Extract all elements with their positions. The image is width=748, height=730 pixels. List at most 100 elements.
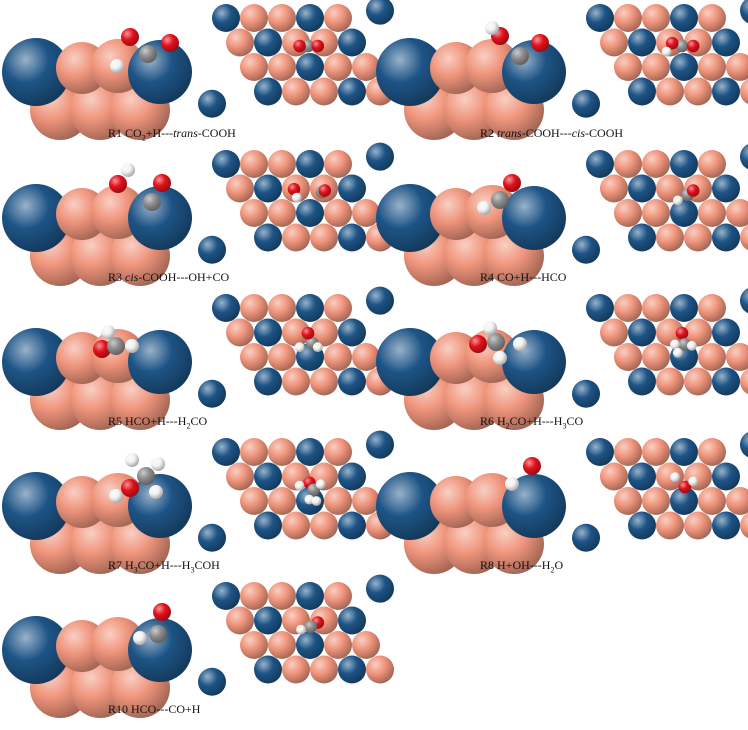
copper-atom [240, 53, 268, 81]
dopant-atom [712, 367, 740, 396]
top-view-surface [198, 574, 394, 696]
dopant-atom [628, 223, 656, 252]
copper-atom [740, 512, 748, 539]
dopant-atom [628, 174, 656, 203]
structure-image [376, 0, 748, 140]
dopant-atom [128, 186, 192, 250]
structure-image [376, 432, 748, 574]
copper-atom [226, 462, 254, 491]
dopant-atom [502, 186, 566, 250]
hydrogen-atom [149, 485, 163, 499]
copper-atom [614, 294, 642, 322]
dopant-atom [2, 472, 70, 540]
dopant-atom [586, 438, 614, 466]
dopant-atom [628, 28, 656, 57]
dopant-atom [376, 328, 444, 396]
copper-atom [282, 367, 310, 396]
caption-segment: 2 [505, 421, 510, 431]
side-view-surface [2, 38, 192, 140]
dopant-atom [712, 77, 740, 106]
copper-atom [614, 487, 642, 515]
oxygen-atom [678, 480, 692, 494]
caption-segment: CO+H---H [137, 558, 191, 572]
copper-atom [656, 462, 684, 491]
copper-atom [614, 438, 642, 466]
dopant-atom [128, 474, 192, 538]
reaction-panel-r7: R7 H3CO+H---H3COH [0, 430, 394, 578]
caption-segment: 3 [133, 565, 138, 575]
reaction-caption: R8 H+OH---H2O [480, 558, 563, 574]
top-view-adsorbate [296, 616, 325, 635]
copper-atom [240, 199, 268, 227]
hydrogen-atom [294, 342, 305, 353]
dopant-atom [670, 487, 698, 515]
dopant-atom [338, 223, 366, 252]
caption-segment: cis [571, 126, 586, 140]
oxygen-atom [311, 39, 325, 53]
side-view-adsorbate [109, 453, 165, 503]
copper-atom [226, 318, 254, 347]
hydrogen-atom [291, 192, 302, 203]
dopant-atom [254, 606, 282, 635]
copper-atom [698, 4, 726, 32]
structure-image [2, 142, 394, 286]
hydrogen-atom [688, 476, 699, 487]
hydrogen-atom [661, 46, 672, 57]
copper-atom [324, 343, 352, 371]
side-view-surface [376, 38, 566, 140]
hydrogen-atom [485, 21, 499, 35]
reaction-caption: R5 HCO+H---H2CO [108, 414, 207, 430]
copper-atom [698, 53, 726, 81]
copper-atom [740, 368, 748, 395]
copper-atom [656, 318, 684, 347]
side-view-adsorbate [505, 457, 541, 491]
carbon-atom [107, 337, 125, 355]
dopant-atom [2, 184, 70, 252]
dopant-atom [254, 367, 282, 396]
copper-atom [656, 77, 684, 106]
copper-atom [698, 438, 726, 466]
side-view-surface [376, 184, 566, 286]
carbon-atom [139, 45, 157, 63]
dopant-atom [212, 4, 240, 32]
hydrogen-atom [315, 479, 326, 490]
top-view-surface [198, 430, 394, 552]
oxygen-atom [301, 326, 315, 340]
copper-atom [726, 487, 748, 515]
copper-atom [642, 199, 670, 227]
dopant-atom [572, 523, 600, 552]
dopant-atom [670, 438, 698, 466]
caption-segment: trans [497, 126, 522, 140]
copper-atom [352, 487, 380, 515]
dopant-atom [254, 462, 282, 491]
side-view-surface [376, 328, 566, 430]
top-view-adsorbate [661, 36, 700, 57]
oxygen-atom [161, 34, 179, 52]
hydrogen-atom [125, 339, 139, 353]
copper-atom [324, 487, 352, 515]
hydrogen-atom [110, 59, 124, 73]
copper-atom [240, 487, 268, 515]
caption-segment: R10 HCO---CO+H [108, 702, 201, 716]
side-view-surface [2, 184, 192, 286]
oxygen-atom [93, 340, 111, 358]
dopant-atom [338, 511, 366, 540]
caption-segment: -COOH [197, 126, 236, 140]
copper-atom [310, 511, 338, 540]
copper-atom [324, 438, 352, 466]
copper-atom [684, 511, 712, 540]
hydrogen-atom [513, 337, 527, 351]
dopant-atom [366, 0, 394, 25]
top-view-adsorbate [670, 326, 697, 358]
side-view-adsorbate [469, 321, 527, 365]
dopant-atom [628, 77, 656, 106]
dopant-atom [572, 379, 600, 408]
structure-image [2, 0, 394, 140]
hydrogen-atom [670, 339, 680, 350]
structure-image [2, 286, 394, 430]
copper-atom [642, 438, 670, 466]
copper-atom [268, 582, 296, 610]
carbon-atom [491, 191, 509, 209]
copper-atom [740, 78, 748, 105]
top-view-surface [198, 142, 394, 264]
